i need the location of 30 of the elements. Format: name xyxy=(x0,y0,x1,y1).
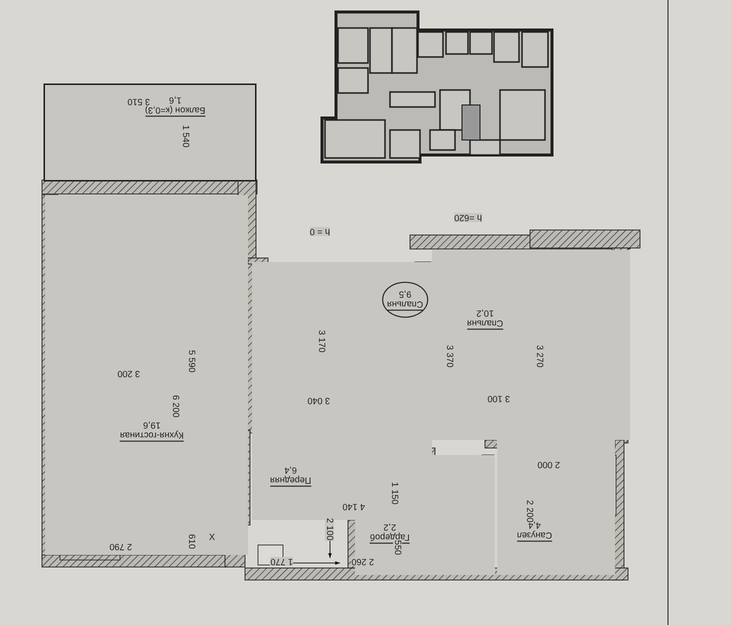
dimension-label: 2 000 xyxy=(537,460,560,469)
dimension-label: 5 590 xyxy=(187,350,196,373)
dimension-label: 2 200 xyxy=(525,500,534,523)
room-label: Передняя 6,4 xyxy=(270,465,312,487)
room-area xyxy=(45,195,248,555)
dimension-label: 2 100 xyxy=(325,518,334,541)
dimension-label: 3 270 xyxy=(535,345,544,368)
dimension-label: 3 200 xyxy=(117,369,140,378)
dimension-label: 3 510 xyxy=(127,97,150,106)
dimension-label: 550 xyxy=(393,540,402,556)
room-area xyxy=(45,85,255,180)
dimension-label: h = 0 xyxy=(310,227,330,236)
dimension-label: h =620 xyxy=(454,213,482,222)
dimension-label: 1 540 xyxy=(181,125,190,148)
dimension-label: 6 200 xyxy=(171,395,180,418)
dimension-label: 1 770 xyxy=(270,557,293,566)
room-label: Спальня 9,5 xyxy=(382,282,428,318)
dimension-label: 2 260 xyxy=(351,557,374,566)
dimension-label: X xyxy=(209,533,216,542)
dimension-label: 3 170 xyxy=(317,330,326,353)
dimension-label: 3 040 xyxy=(307,396,330,405)
dimension-label: 4 140 xyxy=(342,502,365,511)
dimension-label: 3 370 xyxy=(445,345,454,368)
room-label: Спальня 10,2 xyxy=(467,308,504,330)
dimension-label: 1 150 xyxy=(390,482,399,505)
room-area xyxy=(497,440,615,575)
dimension-label: 2 790 xyxy=(109,542,132,551)
dimension-label: 3 100 xyxy=(487,394,510,403)
room-label: Кухня-гостиная 19,6 xyxy=(120,420,184,442)
dimension-label: 610 xyxy=(187,534,196,550)
